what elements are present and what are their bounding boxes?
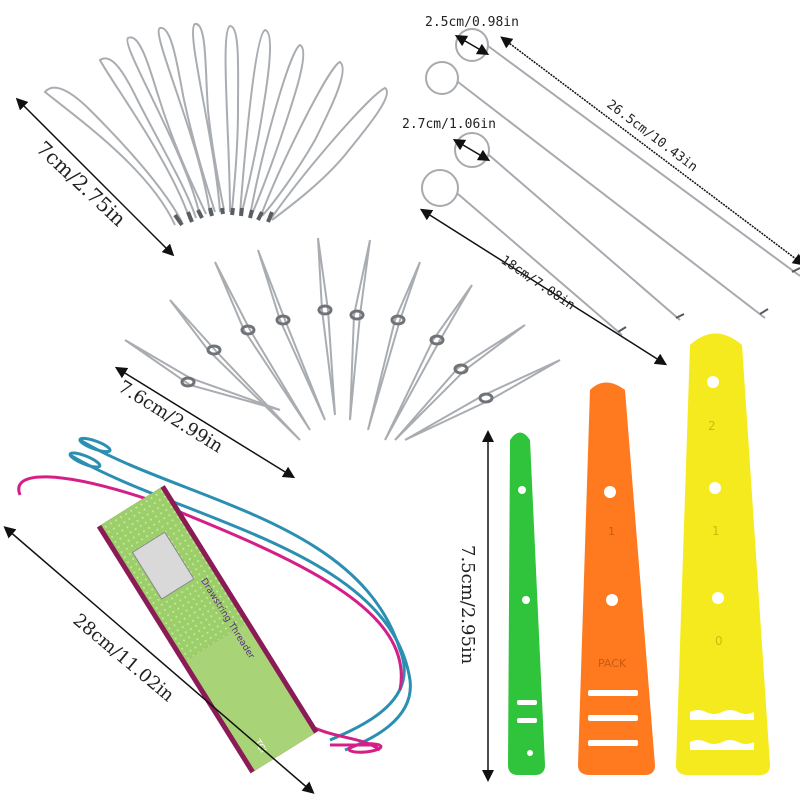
loop-bodkin-length-label: 7.6cm/2.99in: [114, 376, 227, 457]
orange-scale-mark: 1: [608, 525, 615, 538]
green-threader: [508, 432, 545, 775]
loop-large-diameter-label: 2.7cm/1.06in: [402, 117, 496, 132]
loop-small-diameter-label: 2.5cm/0.98in: [425, 15, 519, 30]
flexible-dimension-line: [3, 526, 315, 794]
elastic-threader-length-label: 7.5cm/2.95in: [457, 545, 478, 665]
loop-small-dimension-line: [454, 34, 490, 56]
loop-bodkin-set: [124, 237, 561, 441]
loop-threader-set: [421, 28, 800, 336]
bodkin-dimension-line: [15, 97, 175, 257]
loop-bodkin-dimension-line: [114, 366, 296, 479]
yellow-scale-mark-2: 2: [708, 419, 716, 433]
short-threader-dimension-line: [419, 208, 668, 366]
yellow-threader: 2 1 0: [676, 333, 770, 775]
orange-threader: 1 PACK: [578, 382, 655, 775]
yellow-scale-mark-0: 0: [715, 634, 723, 648]
loop-large-dimension-line: [452, 138, 491, 162]
orange-pack-text: PACK: [598, 657, 627, 670]
yellow-scale-mark-1: 1: [712, 524, 720, 538]
long-threader-length-label: 26.5cm/10.43in: [604, 97, 701, 175]
long-threader-dimension-line: [500, 36, 800, 266]
